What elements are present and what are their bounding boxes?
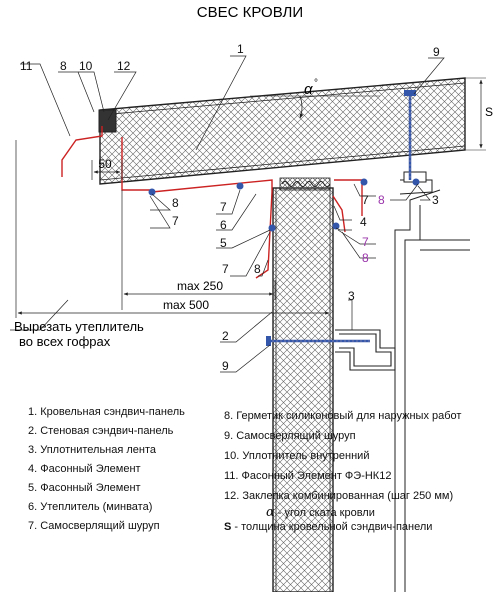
dimension-max-500: max 500 <box>15 140 330 318</box>
dim-max250-label: max 250 <box>177 279 223 293</box>
callout-8-left: 8 <box>172 196 179 210</box>
legend-item-3: 3. Уплотнительная лента <box>28 444 157 456</box>
legend-item-12: 12. Заклепка комбинированная (шаг 250 мм… <box>224 490 454 502</box>
legend-alpha-text: - угол ската кровли <box>277 507 375 519</box>
wall-girt-profile <box>335 329 396 371</box>
callout-8-right-purple: 8 <box>378 193 385 207</box>
roof-sandwich-panel <box>98 77 466 185</box>
dim-max500-label: max 500 <box>163 298 209 312</box>
callout-2: 2 <box>222 329 229 343</box>
dimension-s: S <box>465 77 493 151</box>
drawing-title: СВЕС КРОВЛИ <box>197 4 303 21</box>
callout-labels: 11 8 10 12 1 9 8 7 7 6 5 7 8 7 8 3 4 7 8… <box>20 42 440 373</box>
callout-10: 10 <box>79 59 93 73</box>
angle-degree: ° <box>314 78 318 89</box>
callout-7-purple: 7 <box>362 235 369 249</box>
legend-alpha-symbol: α <box>266 505 275 520</box>
legend-s-symbol: S <box>224 521 232 533</box>
legend-item-2: 2. Стеновая сэндвич-панель <box>28 425 174 437</box>
callout-7-right: 7 <box>362 193 369 207</box>
callout-3-bottom: 3 <box>348 289 355 303</box>
callout-8-low: 8 <box>254 262 261 276</box>
callout-7-mid: 7 <box>220 200 227 214</box>
legend-item-1: 1. Кровельная сэндвич-панель <box>28 406 185 418</box>
callout-4: 4 <box>360 215 367 229</box>
legend-item-5: 5. Фасонный Элемент <box>28 482 141 494</box>
slope-angle: α ° <box>250 78 380 119</box>
callout-11: 11 <box>20 59 33 73</box>
legend-item-10: 10. Уплотнитель внутренний <box>224 450 370 462</box>
callout-9-top: 9 <box>433 45 440 59</box>
cut-note-line2: во всех гофрах <box>19 334 111 349</box>
callout-9-bottom: 9 <box>222 359 229 373</box>
angle-alpha: α <box>304 81 313 98</box>
legend-item-11: 11. Фасонный Элемент ФЭ-НК12 <box>224 470 392 482</box>
dimension-50: 50 <box>91 157 123 180</box>
leader-lines <box>10 55 445 373</box>
cut-note-line1: Вырезать утеплитель <box>14 319 144 334</box>
callout-7-left: 7 <box>172 214 179 228</box>
legend-s: S - толщина кровельной сэндвич-панели <box>224 521 432 534</box>
wall-sandwich-panel <box>272 187 334 592</box>
dimension-max-250: max 250 <box>121 190 276 310</box>
legend-item-4: 4. Фасонный Элемент <box>28 463 141 475</box>
legend-item-9: 9. Самосверлящий шуруп <box>224 430 356 442</box>
callout-6: 6 <box>220 218 227 232</box>
legend-item-8: 8. Герметик силиконовый для наружных раб… <box>224 410 462 422</box>
legend-s-text: - толщина кровельной сэндвич-панели <box>234 521 433 533</box>
insulation-mineral-wool <box>279 177 331 191</box>
callout-7-low: 7 <box>222 262 229 276</box>
callout-8-purple: 8 <box>362 251 369 265</box>
dim-50-label: 50 <box>98 157 112 171</box>
fasteners <box>148 90 420 346</box>
legend-item-7: 7. Самосверлящий шуруп <box>28 520 160 532</box>
callout-5: 5 <box>220 236 227 250</box>
callout-1: 1 <box>237 42 244 56</box>
callout-12: 12 <box>117 59 131 73</box>
callout-3-right: 3 <box>432 193 439 207</box>
legend-alpha: α- угол ската кровли <box>266 506 375 520</box>
dim-s-label: S <box>485 105 493 119</box>
legend-item-6: 6. Утеплитель (минвата) <box>28 501 153 513</box>
callout-8-top: 8 <box>60 59 67 73</box>
